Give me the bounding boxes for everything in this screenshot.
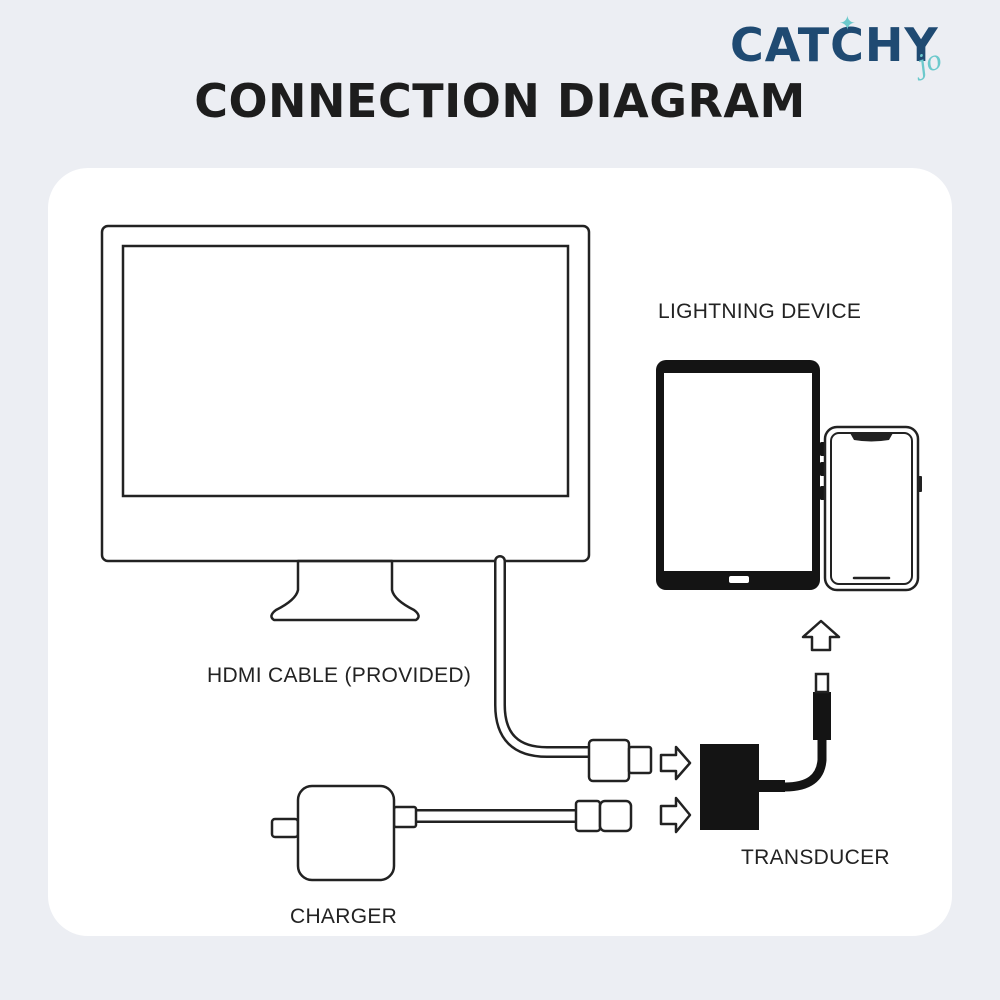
charger-label: CHARGER [290, 905, 398, 928]
monitor-icon [100, 224, 591, 622]
tablet-icon [656, 360, 825, 590]
charger-icon [270, 784, 418, 882]
phone-icon [823, 425, 922, 592]
brand-star-icon: ✦ [839, 13, 856, 35]
transducer-label: TRANSDUCER [741, 846, 890, 869]
page-title: CONNECTION DIAGRAM [194, 74, 806, 128]
arrow-right-icon [659, 796, 692, 834]
brand-name: CATCHY [730, 18, 939, 72]
transducer-icon [700, 740, 827, 830]
hdmi-cable-label: HDMI CABLE (PROVIDED) [207, 664, 472, 687]
arrow-right-icon [659, 745, 692, 781]
lightning-connector-icon [813, 672, 831, 740]
hdmi-cable [494, 555, 596, 758]
usb-connector-icon [574, 799, 633, 833]
hdmi-connector-icon [587, 738, 653, 783]
lightning-device-label: LIGHTNING DEVICE [658, 300, 862, 323]
arrow-up-icon [801, 619, 841, 652]
